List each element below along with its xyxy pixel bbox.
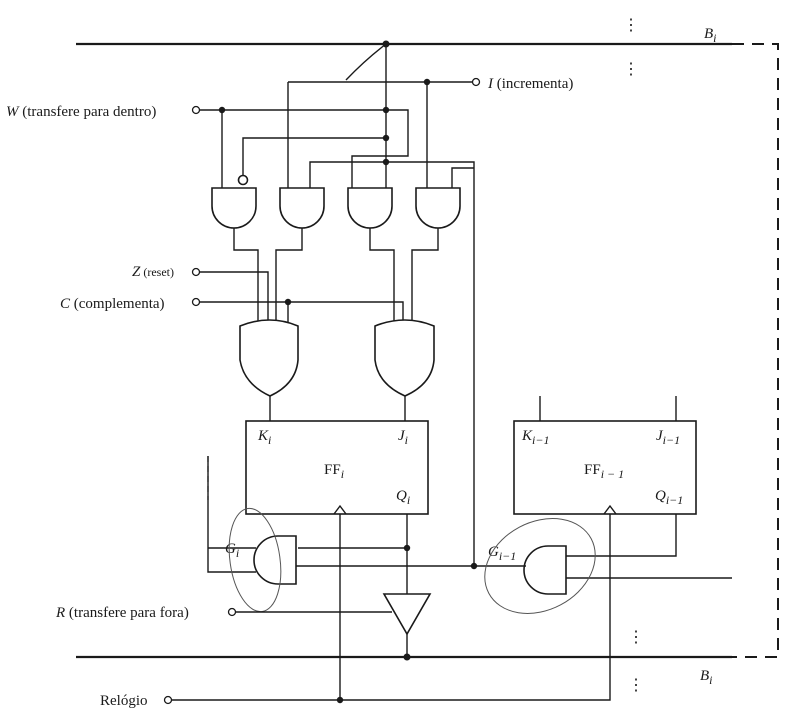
and-gate-2 xyxy=(279,187,325,229)
gi-label: Gi xyxy=(225,541,239,560)
junction-bus xyxy=(382,40,390,48)
w-terminal xyxy=(191,105,201,115)
clock-label: Relógio xyxy=(100,693,148,709)
or-gate-k xyxy=(239,319,299,397)
ff-i-k-label: Ki xyxy=(257,428,271,447)
w-inv-to-and1 xyxy=(242,137,386,176)
w-signal-label: W (transfere para dentro) xyxy=(6,104,156,120)
ff-prev-k-label: Ki−1 xyxy=(521,428,549,447)
junction-tap xyxy=(382,134,390,142)
ellipsis-bottom-1: ⋮ xyxy=(628,629,644,646)
junction-tap2 xyxy=(382,158,390,166)
i-signal-label: I (incrementa) xyxy=(487,76,573,92)
ellipsis-top-2: ⋮ xyxy=(623,61,639,78)
ellipsis-top-1: ⋮ xyxy=(623,17,639,34)
junction-w xyxy=(218,106,226,114)
bus-label-top: Bi xyxy=(704,26,717,45)
junction-i xyxy=(423,78,431,86)
i-terminal xyxy=(471,77,481,87)
c-terminal xyxy=(191,297,201,307)
gprev-highlight xyxy=(484,518,596,614)
ff-prev-clock-tick xyxy=(603,504,617,515)
z-to-or1 xyxy=(200,271,269,326)
q-feedback-h xyxy=(309,161,475,566)
ff-i-name: FFi xyxy=(324,462,344,481)
bus-tap-slash xyxy=(345,43,387,81)
ff-i-j-label: Ji xyxy=(398,428,408,447)
and4-to-or2 xyxy=(411,228,439,326)
ff-prev-q-label: Qi−1 xyxy=(655,488,683,507)
ff-prev-j-label: Ji−1 xyxy=(656,428,680,447)
z-signal-label: Z (reset) xyxy=(132,264,174,280)
and1-to-or1 xyxy=(233,228,259,326)
and-gate-gi xyxy=(253,535,297,585)
flip-flop-prev xyxy=(513,420,697,515)
r-signal-label: R (transfere para fora) xyxy=(55,605,189,621)
or-gate-j xyxy=(374,319,435,397)
junction-bus-bottom xyxy=(403,653,411,661)
ellipsis-bottom-2: ⋮ xyxy=(628,677,644,694)
gprev-label: Gi−1 xyxy=(488,544,516,563)
r-terminal xyxy=(227,607,237,617)
inverter-bubble xyxy=(237,174,249,186)
c-to-or xyxy=(200,301,404,326)
and3-to-or2 xyxy=(369,228,395,326)
junction-clock xyxy=(336,696,344,704)
bus-label-bottom: Bi xyxy=(700,668,713,687)
and-gate-3 xyxy=(347,187,393,229)
and-gate-gprev xyxy=(523,545,567,595)
junction-w2 xyxy=(382,106,390,114)
c-signal-label: C (complementa) xyxy=(60,296,165,312)
and-gate-1 xyxy=(211,187,257,229)
q-prev-wire xyxy=(566,514,677,557)
z-terminal xyxy=(191,267,201,277)
clock-wire xyxy=(172,514,611,701)
and2-to-or1 xyxy=(275,228,303,326)
w-to-and3 xyxy=(351,109,409,188)
ff-prev-name: FFi − 1 xyxy=(584,462,624,481)
and-gate-4 xyxy=(415,187,461,229)
gi-out-left xyxy=(207,548,256,573)
ff-i-clock-tick xyxy=(333,504,347,515)
ff-i-q-label: Qi xyxy=(396,488,410,507)
bus-return-dashed xyxy=(732,43,779,658)
q-to-and4 xyxy=(451,167,474,188)
clock-terminal xyxy=(163,695,173,705)
tristate-buffer xyxy=(382,593,432,636)
flip-flop-i xyxy=(245,420,429,515)
